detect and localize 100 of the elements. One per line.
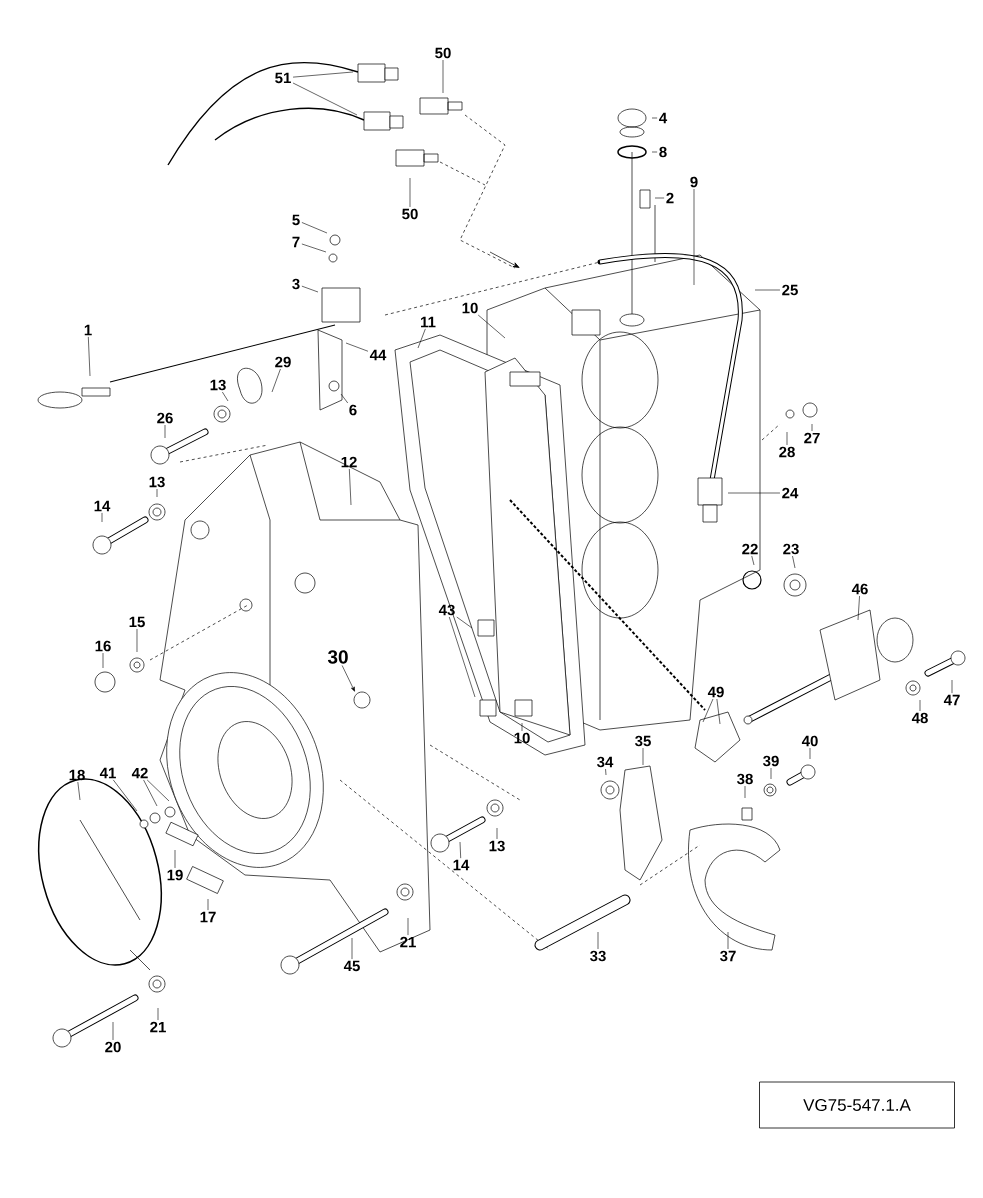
leader-line: [146, 779, 170, 802]
leader-line: [301, 243, 327, 253]
leader-line: [702, 698, 714, 723]
leader-line: [456, 616, 473, 629]
leader-line: [112, 779, 138, 812]
callout-number: 24: [782, 487, 799, 499]
leader-line: [136, 628, 138, 653]
leader-line: [744, 785, 746, 799]
callout-number: 14: [453, 859, 470, 871]
callout-number: 19: [167, 869, 183, 881]
leader-line: [521, 722, 523, 732]
leader-line: [301, 285, 319, 293]
leader-line: [754, 289, 781, 291]
leader-line: [693, 188, 695, 286]
leader-line: [792, 555, 796, 569]
callout-number: 28: [779, 446, 795, 458]
callout-number: 13: [210, 379, 226, 391]
callout-number: 43: [438, 604, 455, 616]
callout-number: 10: [514, 732, 530, 744]
callout-number: 34: [597, 756, 614, 768]
callout-number: 46: [851, 583, 868, 595]
leader-line: [341, 665, 355, 692]
callout-number: 23: [783, 543, 799, 555]
leader-line: [651, 151, 658, 153]
leader-line: [340, 393, 349, 404]
leader-line: [496, 827, 498, 840]
callout-number: 8: [659, 146, 667, 158]
leader-line: [174, 849, 176, 869]
leader-line: [407, 917, 409, 936]
leader-line: [157, 1007, 159, 1021]
callout-number: 5: [292, 214, 300, 226]
leader-line: [101, 512, 103, 523]
leader-line: [207, 898, 209, 911]
callout-number: 22: [742, 543, 758, 555]
leader-line: [605, 768, 607, 776]
leader-line: [811, 423, 813, 432]
callout-number: 13: [149, 476, 165, 488]
leader-line: [292, 71, 354, 78]
callout-number: 16: [95, 640, 111, 652]
callout-number: 21: [400, 936, 416, 948]
leader-line: [727, 931, 729, 950]
leader-line: [112, 1021, 114, 1041]
leader-line: [88, 336, 91, 377]
leader-line: [786, 431, 788, 446]
callout-number: 4: [659, 112, 668, 124]
callout-number: 27: [804, 432, 820, 444]
callout-number: 11: [421, 316, 436, 328]
leader-line: [77, 781, 81, 801]
callout-number: 41: [99, 767, 116, 779]
leader-line: [770, 767, 772, 780]
callout-number: 47: [943, 694, 960, 706]
callout-number: 40: [801, 735, 818, 747]
callout-number: 38: [737, 773, 753, 785]
leader-line: [951, 679, 953, 694]
callout-number: 45: [343, 960, 360, 972]
callout-number: 7: [292, 236, 300, 248]
callout-number: 9: [690, 176, 698, 188]
callout-number: 18: [69, 769, 85, 781]
leader-line: [654, 197, 665, 199]
callout-number: 12: [341, 456, 357, 468]
leader-line: [222, 391, 229, 402]
leader-line: [351, 937, 353, 960]
leader-line: [417, 328, 426, 349]
leader-line: [716, 698, 721, 725]
callout-number: 3: [292, 278, 300, 290]
leader-line: [102, 652, 104, 669]
leader-line: [349, 468, 352, 506]
callout-number: 30: [327, 650, 348, 664]
callout-number: 26: [157, 412, 173, 424]
leader-line: [727, 492, 781, 494]
callout-number: 21: [150, 1021, 166, 1033]
callout-number: 44: [369, 349, 387, 361]
leader-line: [477, 314, 506, 339]
callout-number: 37: [720, 950, 736, 962]
callout-number: 50: [435, 47, 451, 59]
callout-number: 33: [590, 950, 606, 962]
leader-line: [156, 488, 158, 498]
callout-number: 25: [782, 284, 798, 296]
leader-line: [301, 222, 328, 234]
leader-line: [271, 368, 281, 393]
leader-line: [597, 931, 599, 950]
callout-number: 13: [489, 840, 505, 852]
leader-line: [919, 699, 921, 712]
callout-number: 42: [131, 767, 148, 779]
leader-line: [164, 424, 166, 439]
leader-line: [143, 779, 158, 807]
callout-number: 49: [707, 686, 724, 698]
callout-number: 6: [349, 404, 357, 416]
leader-line: [809, 747, 811, 760]
leader-line: [751, 555, 755, 566]
leader-line: [409, 177, 411, 208]
leader-line: [651, 117, 658, 119]
callout-number: 29: [275, 356, 291, 368]
leader-line: [292, 82, 358, 116]
callout-number: 50: [402, 208, 418, 220]
leader-line: [345, 342, 369, 352]
callout-number: 14: [94, 500, 111, 512]
leader-line: [448, 616, 476, 698]
leader-line: [642, 747, 644, 766]
callout-number: 10: [462, 302, 478, 314]
